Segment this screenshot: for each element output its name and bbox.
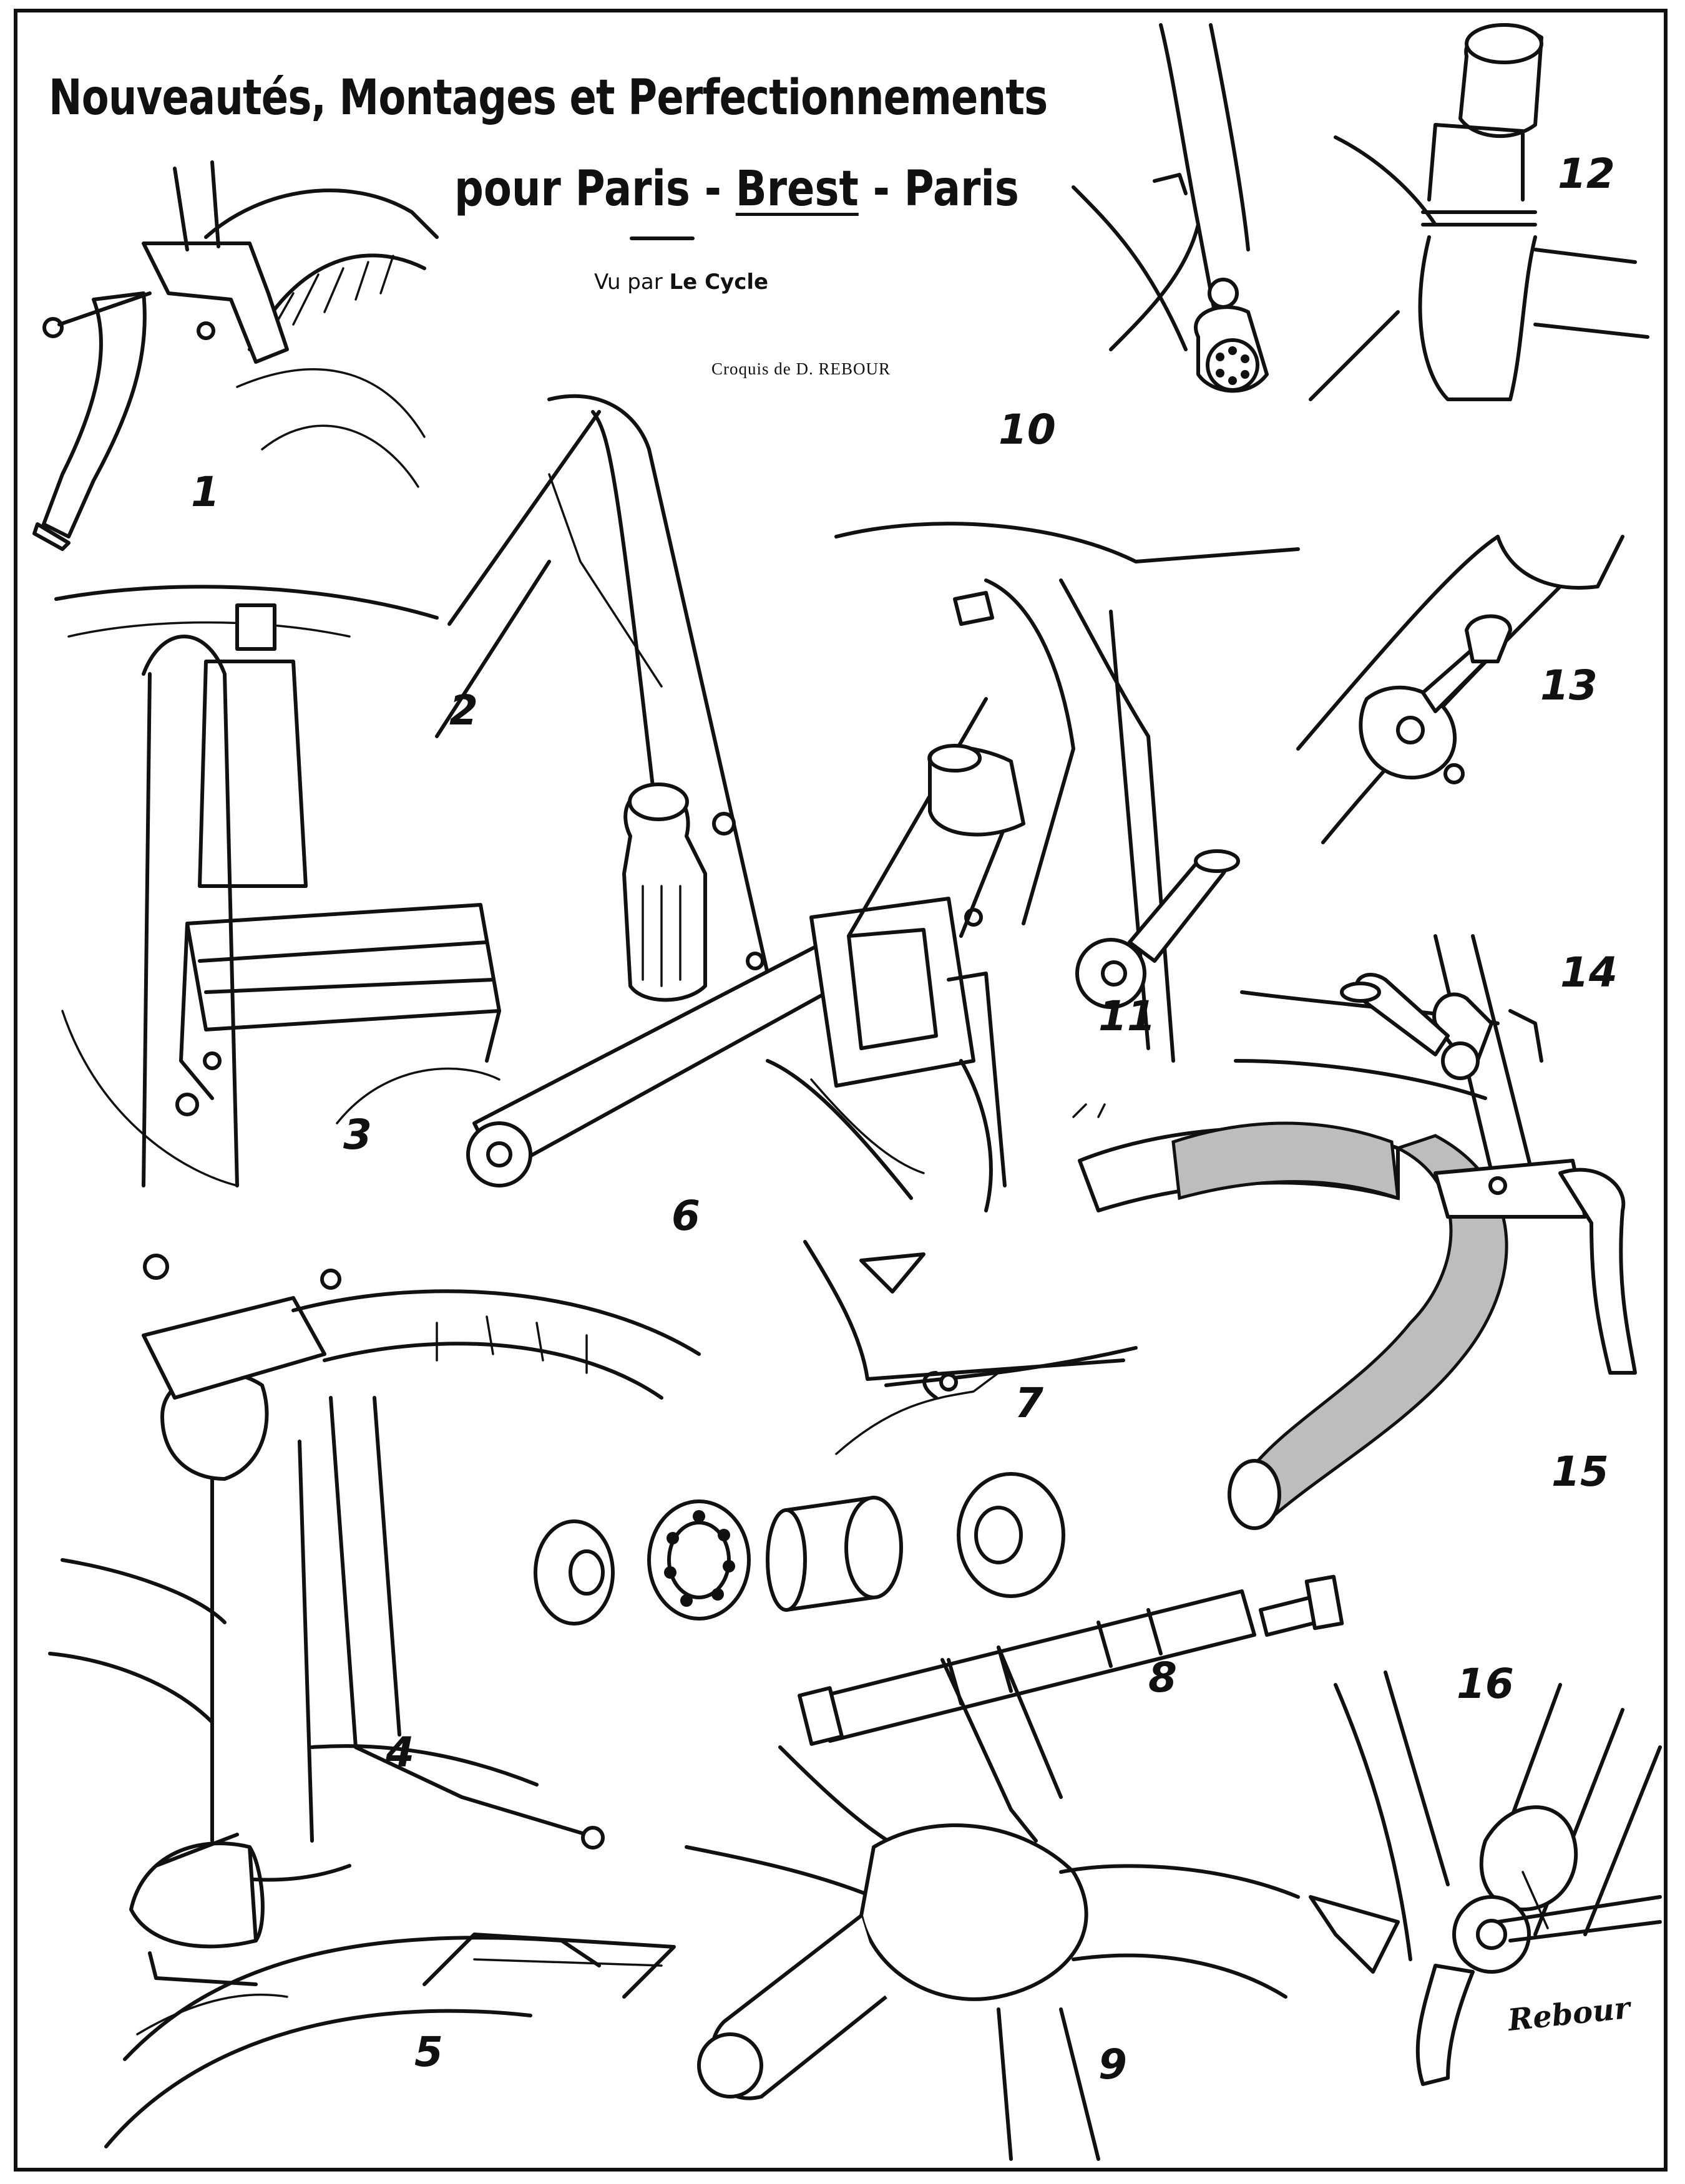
plate-subtitle: pour Paris - Brest - Paris (454, 161, 1019, 217)
figure-1-number: 1 (191, 468, 220, 516)
figure-8-number: 8 (1148, 1654, 1177, 1702)
subtitle-separator-1: - (690, 161, 736, 217)
subtitle-suffix: Paris (904, 161, 1019, 217)
subtitle-separator-2: - (858, 161, 904, 217)
publication-name: Le Cycle (669, 270, 769, 295)
subtitle-prefix: pour Paris (454, 161, 690, 217)
figure-11-drawing (834, 522, 1300, 1063)
figure-2-number: 2 (449, 686, 478, 734)
figure-7-number: 7 (1015, 1379, 1043, 1427)
artist-credit: Croquis de D. REBOUR (711, 359, 891, 378)
figure-12-number: 12 (1558, 150, 1615, 198)
figure-16-number: 16 (1457, 1660, 1514, 1708)
figure-11-number: 11 (1098, 992, 1156, 1040)
figure-10-number: 10 (999, 406, 1056, 454)
figure-9-number: 9 (1098, 2040, 1127, 2089)
figure-6-number: 6 (672, 1192, 700, 1240)
bb-cup-right (957, 1472, 1065, 1598)
figure-15-drawing (1072, 1103, 1637, 1530)
figure-5-number: 5 (414, 2028, 443, 2076)
figure-1-drawing (32, 160, 439, 551)
bb-sleeve (766, 1496, 903, 1612)
figure-15-number: 15 (1551, 1448, 1609, 1496)
figure-13-drawing (1296, 535, 1624, 844)
figure-16-drawing (1309, 1670, 1662, 2086)
figure-8-drawing (534, 1472, 1344, 1746)
figure-7-drawing (803, 1240, 1138, 1455)
figure-9-drawing (685, 1645, 1300, 2161)
figure-3-drawing (54, 585, 501, 1187)
figure-12-drawing (1309, 23, 1649, 401)
figure-6-drawing (466, 897, 1007, 1212)
bb-axle (798, 1589, 1256, 1746)
credit-prefix: Vu par (594, 270, 670, 295)
figure-14-number: 14 (1560, 948, 1618, 997)
figure-4-drawing (48, 1254, 701, 1882)
bb-cup-left (534, 1519, 615, 1626)
figure-5-drawing (104, 1833, 676, 2148)
bb-bolt (1259, 1574, 1344, 1637)
publication-credit: Vu par Le Cycle (594, 270, 768, 295)
figure-10-drawing (1072, 23, 1269, 393)
figure-2-drawing (435, 394, 769, 1002)
figure-13-number: 13 (1540, 661, 1598, 709)
figure-14-drawing (1234, 934, 1543, 1200)
bb-bearing (647, 1499, 751, 1621)
subtitle-brest: Brest (735, 161, 859, 217)
figure-3-number: 3 (343, 1111, 372, 1159)
figure-4-number: 4 (386, 1728, 414, 1777)
plate-border (14, 9, 1668, 2172)
